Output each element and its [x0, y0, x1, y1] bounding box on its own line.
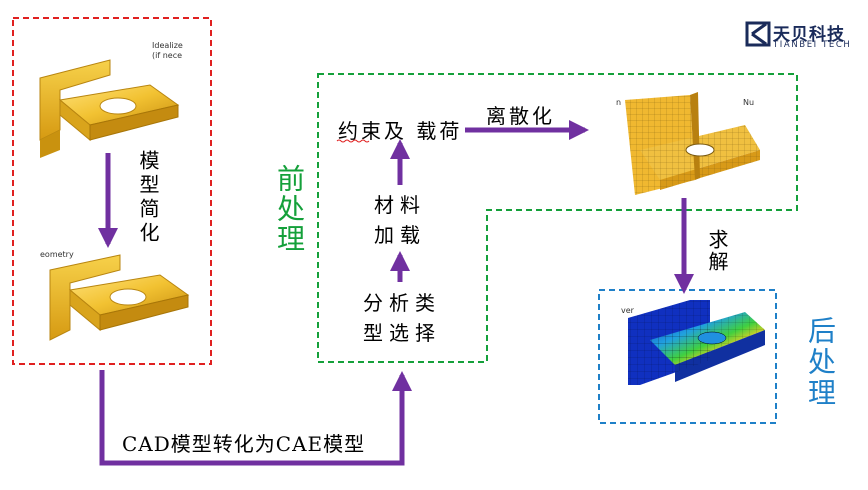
bracket-simplified-image	[49, 254, 190, 341]
label-post-processing: 后处理	[804, 316, 837, 409]
thumb-geom-text: eometry	[40, 250, 74, 259]
label-analysis-line2: 型选择	[363, 321, 441, 345]
thumb-mesh-left-text: n	[616, 98, 622, 107]
label-analysis-type: 分析类 型选择	[363, 288, 441, 348]
label-cad-to-cae: CAD模型转化为CAE模型	[122, 432, 366, 456]
thumb-idealize-text: Idealize (if nece	[152, 41, 183, 61]
fea-result-image	[628, 300, 765, 385]
thumb-idealize-line1: Idealize	[152, 41, 183, 50]
label-discretize: 离散化	[486, 104, 555, 128]
thumb-result-text: ver	[621, 306, 634, 315]
cad-model-box	[12, 17, 212, 365]
logo-icon	[745, 21, 771, 47]
post-processing-box	[598, 289, 777, 424]
arrow-cad-to-cae	[99, 370, 412, 466]
logo-name: 天贝科技	[773, 25, 845, 45]
label-pre-processing: 前处理	[273, 164, 306, 254]
label-solve: 求解	[705, 229, 729, 273]
label-model-simplify: 模型简化	[136, 150, 160, 246]
label-material-load: 材料 加载	[374, 190, 426, 250]
thumb-idealize-line2: (if nece	[152, 51, 183, 60]
pre-processing-box	[317, 73, 798, 363]
bracket-original-image	[39, 59, 180, 158]
label-material-line2: 加载	[374, 223, 426, 247]
label-material-line1: 材料	[374, 193, 426, 217]
spellcheck-underline	[336, 139, 370, 143]
meshed-bracket-image	[625, 92, 760, 195]
label-analysis-line1: 分析类	[363, 291, 441, 315]
logo-subtitle: TIANBEI TECH	[773, 40, 852, 50]
thumb-mesh-right-text: Nu	[743, 98, 755, 107]
label-constraints-loads: 约束及 载荷	[338, 119, 463, 143]
